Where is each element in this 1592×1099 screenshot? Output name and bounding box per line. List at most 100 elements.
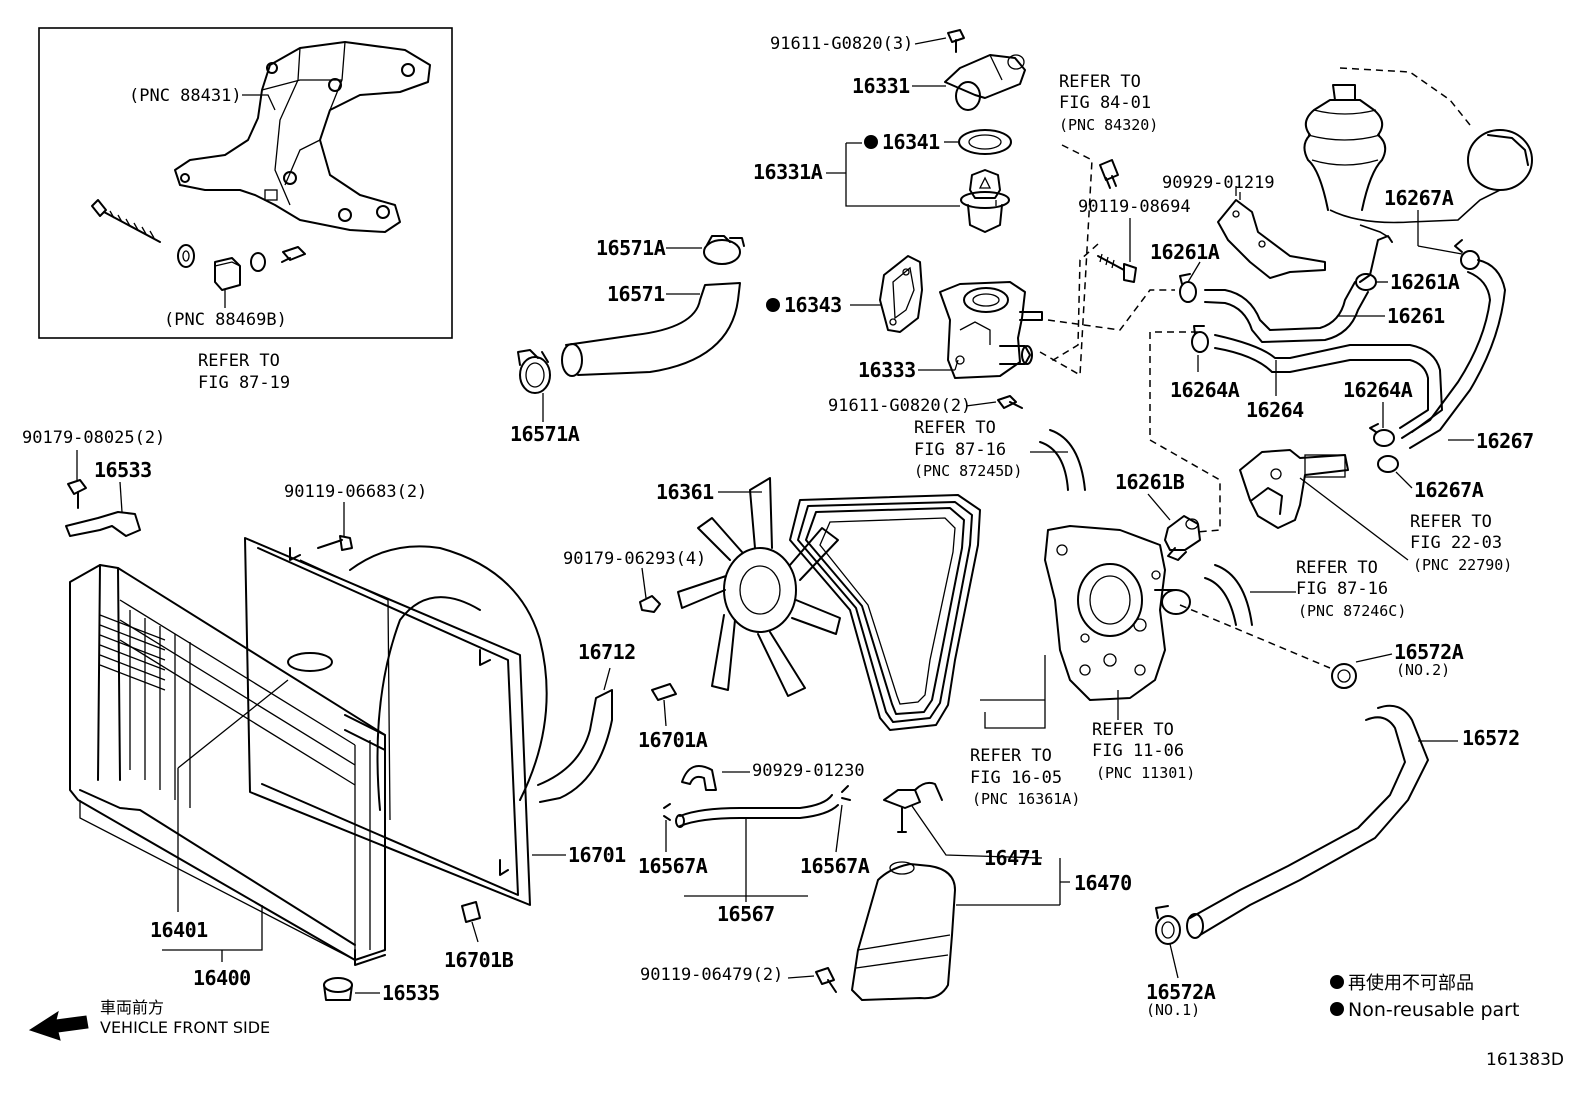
legend-en: Non-reusable part (1330, 1001, 1519, 1020)
bolt-90119-06479-drawing (815, 967, 837, 993)
bolt-90119-06683-drawing (317, 535, 353, 551)
label-16701: 16701 (568, 843, 626, 867)
non-reusable-dot-icon (1330, 975, 1344, 989)
label-pnc-88431: (PNC 88431) (129, 86, 242, 106)
vehicle-front-arrow-icon (28, 1010, 89, 1041)
label-16267a-top: 16267A (1384, 186, 1454, 210)
label-16567a-right: 16567A (800, 854, 870, 878)
figure-number: 161383D (1486, 1050, 1564, 1070)
inset-frame (38, 27, 453, 339)
bolt-90119-08694-drawing (1097, 253, 1137, 283)
bolt-90179-08025-drawing (67, 479, 87, 509)
label-16571a-bottom: 16571A (510, 422, 580, 446)
label-16400: 16400 (193, 966, 251, 990)
water-valve-drawing (1239, 449, 1349, 529)
label-16567a-left: 16567A (638, 854, 708, 878)
fitting-84320-drawing (1099, 159, 1119, 189)
label-16331a: 16331A (753, 160, 823, 184)
cushion-16535-drawing (323, 977, 353, 1001)
label-ref-84-01-b: FIG 84-01 (1059, 93, 1152, 113)
label-bolt-90119-06683: 90119-06683(2) (284, 482, 428, 502)
label-inset-refer: REFER TO (198, 351, 280, 371)
clip-16567A-drawing (663, 785, 851, 821)
label-16567: 16567 (717, 902, 775, 926)
pipe-16261B-drawing (1164, 515, 1201, 561)
clamp-16261A-left-drawing (1179, 273, 1197, 303)
label-16267a-bottom: 16267A (1414, 478, 1484, 502)
hose-16567-drawing (675, 794, 839, 828)
inset-block-drawing (214, 257, 241, 291)
label-16572a-top: 16572A (1394, 640, 1464, 664)
label-16261b: 16261B (1115, 470, 1185, 494)
radiator-drawing (69, 564, 386, 966)
label-ref-11-06-a: REFER TO (1092, 720, 1174, 740)
clamp-16572A-no2-drawing (1331, 663, 1357, 689)
label-bolt-90119-08694: 90119-08694 (1078, 197, 1191, 217)
label-ref-87-16a-a: REFER TO (914, 418, 996, 438)
label-ref-87-16a-b: FIG 87-16 (914, 440, 1007, 460)
label-bolt-90119-06479: 90119-06479(2) (640, 965, 784, 985)
hose-16572-drawing (1186, 704, 1429, 939)
label-16333: 16333 (858, 358, 916, 382)
water-hose-16267-drawing (1401, 259, 1506, 449)
engine-bracket-drawing (174, 41, 431, 233)
label-ref-11-06-c: (PNC 11301) (1096, 764, 1196, 782)
label-16261a-left: 16261A (1150, 240, 1220, 264)
label-nut-90179-06293: 90179-06293(4) (563, 549, 707, 569)
label-bracket-90929-01219: 90929-01219 (1162, 173, 1275, 193)
label-bolt-91611-3: 91611-G0820(3) (770, 34, 914, 54)
reservoir-tank-drawing (851, 861, 956, 1001)
label-ref-87-16b-c: (PNC 87246C) (1298, 602, 1407, 620)
label-16533: 16533 (94, 458, 152, 482)
hose-87245D-drawing (1039, 429, 1086, 491)
label-16264a-right: 16264A (1343, 378, 1413, 402)
inset-bolt-drawing (91, 199, 306, 272)
label-16471: 16471 (984, 846, 1042, 870)
bolt-91611-top-drawing (947, 29, 965, 53)
retainer-16701A-drawing (651, 683, 677, 701)
bracket-16533-drawing (65, 511, 141, 537)
fan-16361-drawing (677, 477, 841, 697)
label-ref-22-03-b: FIG 22-03 (1410, 533, 1503, 553)
hose-16571-drawing (561, 282, 741, 377)
label-ref-16-05-a: REFER TO (970, 746, 1052, 766)
bolt-91611-bottom-drawing (997, 395, 1023, 409)
coolant-cap-assembly-drawing (1303, 84, 1533, 211)
label-16701b: 16701B (444, 948, 514, 972)
clamp-16267A-top-drawing (1454, 239, 1480, 270)
label-16261a-right: 16261A (1390, 270, 1460, 294)
label-16701a: 16701A (638, 728, 708, 752)
water-hose-16264-drawing (1214, 334, 1443, 433)
gasket-16343-drawing (879, 255, 923, 333)
legend-jp: 再使用不可部品 (1330, 975, 1474, 993)
reservoir-cap-drawing (883, 781, 943, 833)
label-bolt-90179-08025: 90179-08025(2) (22, 428, 166, 448)
non-reusable-dot-icon (1330, 1001, 1344, 1016)
label-ref-22-03-a: REFER TO (1410, 512, 1492, 532)
label-ref-16-05-c: (PNC 16361A) (972, 790, 1081, 808)
clamp-16572A-no1-drawing (1155, 905, 1181, 945)
v-belt-drawing (789, 494, 981, 731)
label-16401: 16401 (150, 918, 208, 942)
water-inlet-housing-drawing (939, 281, 1043, 379)
label-16712: 16712 (578, 640, 636, 664)
label-16535: 16535 (382, 981, 440, 1005)
label-bolt-91611-2: 91611-G0820(2) (828, 396, 972, 416)
label-16572a-bottom-note: (NO.1) (1146, 1001, 1201, 1019)
gasket-16341-drawing (958, 129, 1012, 155)
label-pnc-88469b: (PNC 88469B) (164, 310, 287, 330)
label-ref-84-01-a: REFER TO (1059, 72, 1141, 92)
label-16571a-top: 16571A (596, 236, 666, 260)
non-reusable-dot-icon (864, 134, 878, 149)
label-16264a-left: 16264A (1170, 378, 1240, 402)
label-16264: 16264 (1246, 398, 1304, 422)
label-16571: 16571 (607, 282, 665, 306)
label-ref-11-06-b: FIG 11-06 (1092, 741, 1185, 761)
clamp-16264A-right-drawing (1369, 423, 1395, 447)
label-16261: 16261 (1387, 304, 1445, 328)
label-ref-87-16b-a: REFER TO (1296, 558, 1378, 578)
clamp-16571A-top-drawing (703, 235, 745, 265)
retainer-16701B-drawing (461, 901, 481, 923)
